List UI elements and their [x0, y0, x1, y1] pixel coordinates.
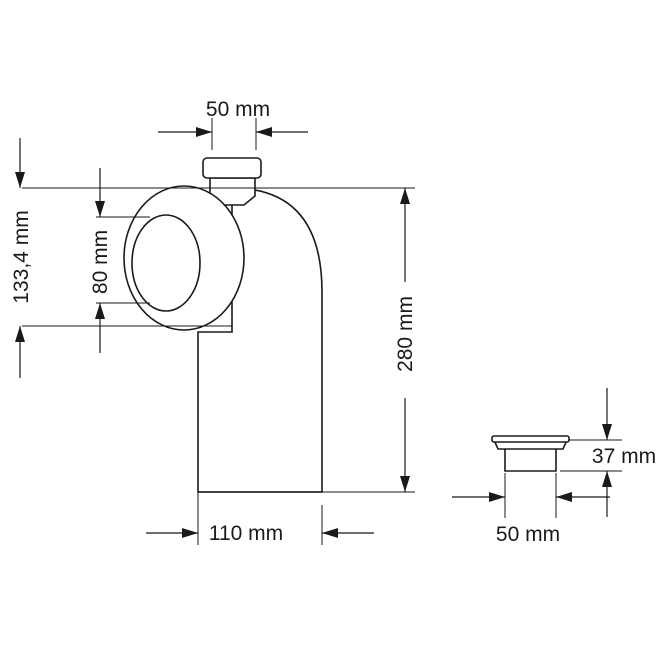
extension-lines [22, 118, 622, 545]
dimension-height-left: 133,4 mm [10, 138, 33, 378]
elbow-pipe [123, 157, 323, 493]
arrowhead [602, 471, 612, 487]
dimension-cap-height: 37 mm [592, 388, 656, 517]
label-height-left: 133,4 mm [10, 210, 33, 303]
arrowhead [322, 528, 338, 538]
cap-rim [491, 435, 570, 443]
arrowhead [556, 492, 572, 502]
cap-part [491, 435, 570, 472]
label-cap-diameter: 50 mm [496, 523, 560, 546]
arrowhead [15, 172, 25, 188]
arrowhead [95, 303, 105, 319]
arrowhead [15, 326, 25, 342]
arrowhead [182, 528, 198, 538]
label-ring: 80 mm [89, 230, 112, 294]
arrowhead [489, 492, 505, 502]
arrowhead [400, 476, 410, 492]
label-outlet: 110 mm [209, 522, 283, 545]
label-cap-height: 37 mm [592, 445, 656, 468]
arrowhead [95, 201, 105, 217]
arrowhead [256, 127, 272, 137]
label-top-inlet: 50 mm [206, 98, 270, 121]
dimension-total-height: 280 mm [394, 188, 417, 492]
dimension-ring: 80 mm [89, 168, 112, 353]
dimension-outlet: 110 mm [146, 522, 374, 545]
cap-body [504, 446, 557, 472]
dimension-top-inlet: 50 mm [158, 98, 308, 137]
dimension-cap-diameter: 50 mm [452, 492, 610, 546]
side-inlet-rim [202, 157, 262, 179]
label-total-height: 280 mm [394, 296, 417, 372]
arrowhead [196, 127, 212, 137]
arrowhead [602, 424, 612, 440]
arrowhead [400, 188, 410, 204]
socket-ring-inner [131, 214, 201, 312]
